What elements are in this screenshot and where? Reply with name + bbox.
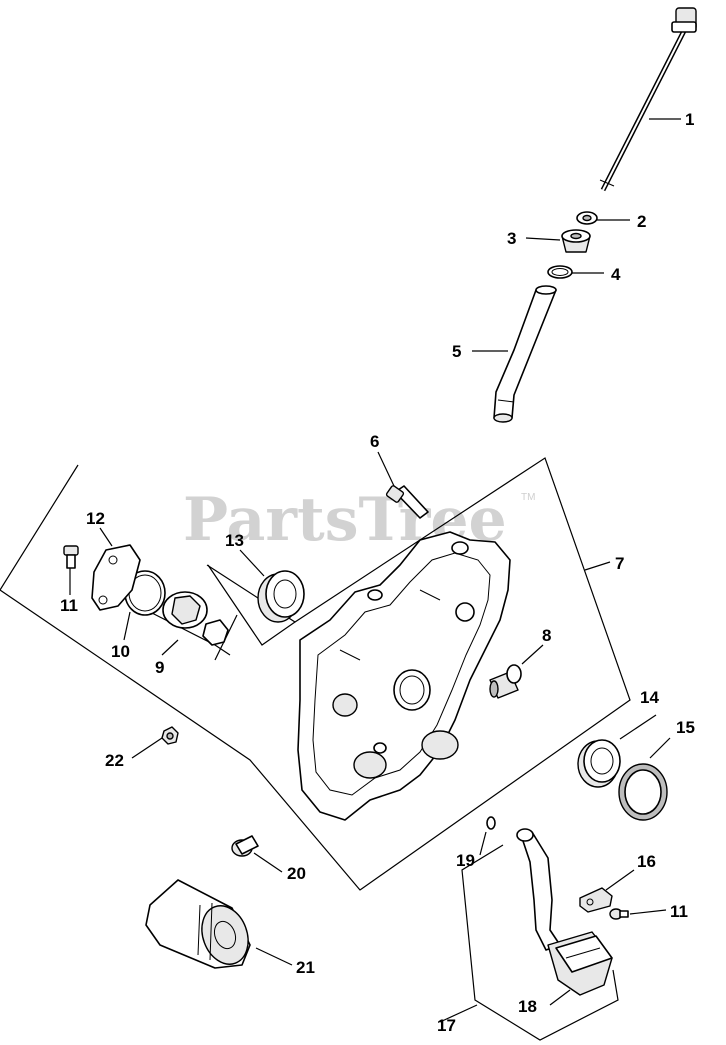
small-o-ring-part: [486, 816, 496, 830]
callout-10: 10: [111, 642, 130, 661]
oil-pickup-part: [516, 828, 613, 996]
callout-16: 16: [637, 852, 656, 871]
washer-part: [576, 211, 598, 225]
seal-part: [577, 739, 621, 788]
bracket-part: [579, 887, 613, 913]
callout-20: 20: [287, 864, 306, 883]
callout-7: 7: [615, 554, 624, 573]
leader-lines: [69, 118, 681, 1023]
callout-14: 14: [640, 688, 659, 707]
callout-18: 18: [518, 997, 537, 1016]
callout-19: 19: [456, 851, 475, 870]
pickup-group-outline: [461, 844, 619, 1041]
callout-15: 15: [676, 718, 695, 737]
bearing-ring-part: [618, 763, 668, 821]
dipstick-tube-part: [493, 285, 557, 423]
callout-4: 4: [611, 265, 621, 284]
o-ring-part: [547, 265, 573, 279]
callout-2: 2: [637, 212, 646, 231]
callout-6: 6: [370, 432, 379, 451]
pump-screw-part: [63, 545, 79, 569]
oil-filter-part: [145, 879, 251, 969]
callout-22: 22: [105, 751, 124, 770]
callout-3: 3: [507, 229, 516, 248]
callout-13: 13: [225, 531, 244, 550]
callout-labels: 1 2 3 4 5 6 7 8 9 10 11 11 12 13 14 15 1…: [60, 110, 695, 1035]
grommet-part: [561, 229, 591, 253]
callout-12: 12: [86, 509, 105, 528]
callout-17: 17: [437, 1016, 456, 1035]
bracket-screw-part: [609, 908, 629, 920]
oil-pump-rotors-part: [162, 591, 229, 646]
pump-cover-part: [91, 544, 141, 611]
callout-8: 8: [542, 626, 551, 645]
screw-part: [385, 485, 429, 519]
watermark-trademark: TM: [521, 492, 535, 503]
nut-part: [161, 726, 179, 745]
callout-21: 21: [296, 958, 315, 977]
fitting-part: [489, 664, 522, 699]
drain-plug-part: [231, 835, 259, 857]
oil-seal-part: [257, 570, 305, 623]
callout-11-pump: 11: [60, 596, 78, 615]
closure-plate-part: [297, 531, 511, 821]
callout-1: 1: [685, 110, 694, 129]
callout-5: 5: [452, 342, 461, 361]
callout-11-bracket: 11: [670, 902, 688, 921]
dipstick-part: [599, 7, 697, 192]
cover-group-outline: [0, 457, 631, 891]
callout-9: 9: [155, 658, 164, 677]
